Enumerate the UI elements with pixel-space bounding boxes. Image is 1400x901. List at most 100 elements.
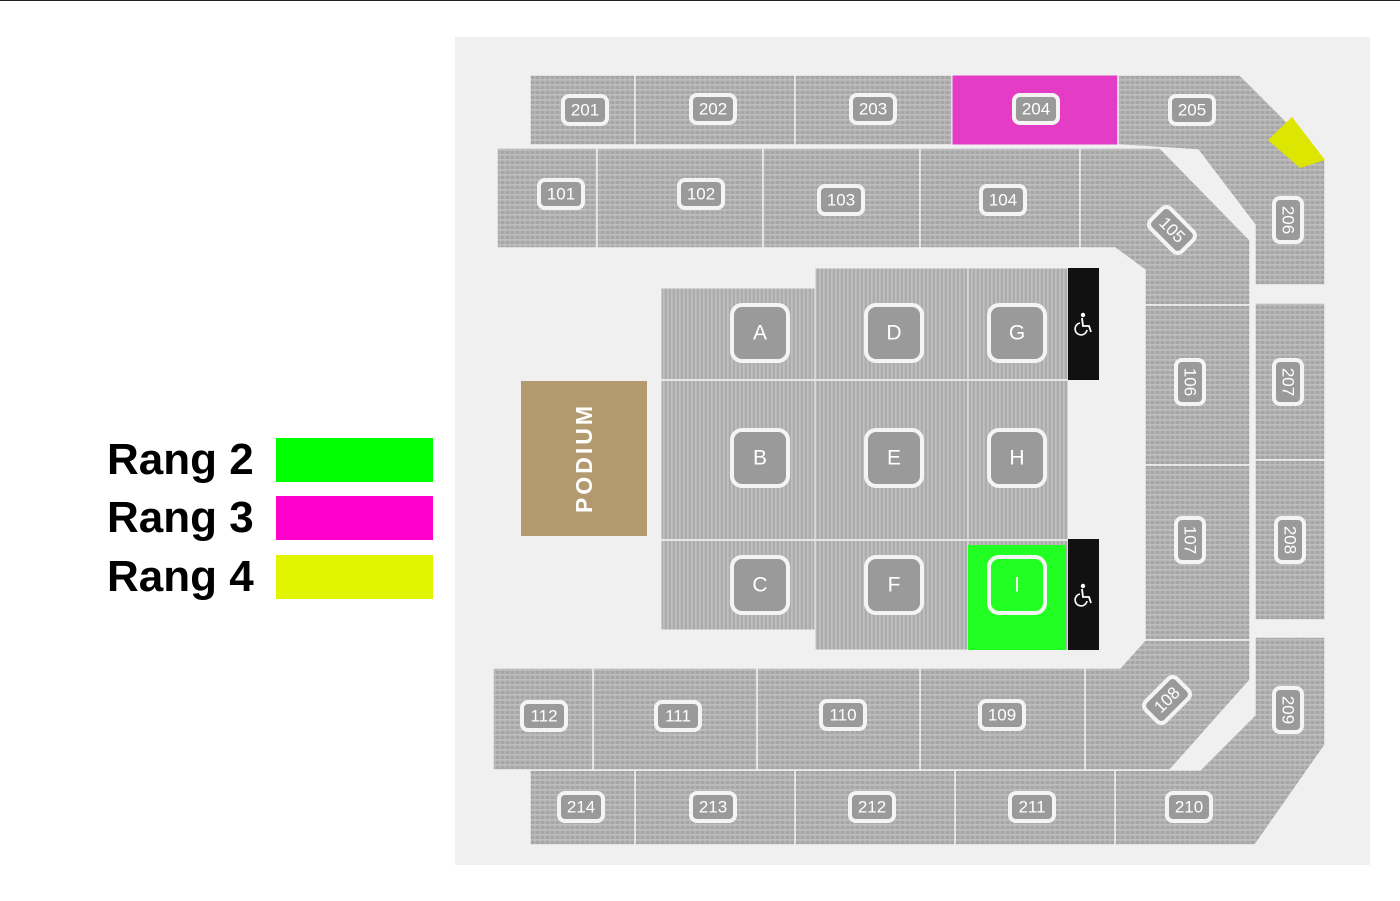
section-badge-212[interactable]: 212 — [848, 791, 896, 823]
section-label: 207 — [1279, 368, 1298, 396]
floor-section-I[interactable]: I — [987, 555, 1047, 615]
section-label: 211 — [1018, 798, 1045, 817]
section-label: 203 — [859, 100, 887, 119]
legend-swatch-green — [276, 438, 433, 482]
section-label: 210 — [1175, 798, 1203, 817]
floor-section-G[interactable]: G — [987, 303, 1047, 363]
legend-item-rang-2: Rang 2 — [107, 437, 433, 483]
badge-background — [557, 791, 605, 823]
badge-background — [1272, 196, 1304, 244]
section-badge-102[interactable]: 102 — [677, 178, 725, 210]
floor-section-label: H — [1009, 447, 1024, 470]
section-label: 214 — [567, 798, 595, 817]
floor-section-H[interactable]: H — [987, 428, 1047, 488]
badge-background — [1142, 675, 1192, 725]
top-border — [0, 0, 1400, 1]
legend-swatch-yellow — [276, 555, 433, 599]
section-badge-209[interactable]: 209 — [1272, 686, 1304, 734]
badge-background — [1012, 93, 1060, 125]
section-badge-201[interactable]: 201 — [561, 94, 609, 126]
section-label: 111 — [665, 707, 691, 726]
stage-podium — [521, 381, 647, 536]
floor-section-A[interactable]: A — [730, 303, 790, 363]
floor-section-E[interactable]: E — [864, 428, 924, 488]
section-badge-109[interactable]: 109 — [978, 699, 1026, 731]
floor-section-label: E — [887, 447, 901, 470]
badge-background — [978, 699, 1026, 731]
badge-background — [864, 555, 924, 615]
badge-background — [849, 93, 897, 125]
section-badge-208[interactable]: 208 — [1274, 516, 1306, 564]
section-badge-101[interactable]: 101 — [537, 178, 585, 210]
floor-section-label: G — [1009, 322, 1025, 345]
section-label: 102 — [687, 185, 715, 204]
section-badge-203[interactable]: 203 — [849, 93, 897, 125]
floor-section-label: B — [753, 447, 767, 470]
floor-section-B[interactable]: B — [730, 428, 790, 488]
section-badge-103[interactable]: 103 — [817, 184, 865, 216]
legend-item-rang-4: Rang 4 — [107, 554, 433, 600]
section-badge-107[interactable]: 107 — [1174, 516, 1206, 564]
legend-item-rang-3: Rang 3 — [107, 495, 433, 541]
badge-background — [819, 699, 867, 731]
badge-background — [864, 428, 924, 488]
badge-background — [864, 303, 924, 363]
section-label: 206 — [1279, 206, 1298, 234]
section-badge-210[interactable]: 210 — [1165, 791, 1213, 823]
badge-background — [1272, 358, 1304, 406]
badge-background — [520, 700, 568, 732]
legend-label: Rang 3 — [107, 493, 254, 542]
section-badge-106[interactable]: 106 — [1174, 358, 1206, 406]
section-badge-112[interactable]: 112 — [520, 700, 568, 732]
section-badge-111[interactable]: 111 — [654, 700, 702, 732]
badge-background — [654, 700, 702, 732]
floor-section-label: A — [753, 322, 767, 345]
section-label: 205 — [1178, 101, 1206, 120]
badge-background — [730, 303, 790, 363]
badge-background — [730, 555, 790, 615]
legend-swatch-magenta — [276, 496, 433, 540]
section-label: 213 — [699, 798, 727, 817]
section-badge-207[interactable]: 207 — [1272, 358, 1304, 406]
section-label: 104 — [989, 191, 1017, 210]
legend-label: Rang 4 — [107, 552, 254, 601]
section-label: 209 — [1279, 696, 1298, 724]
section-badge-206[interactable]: 206 — [1272, 196, 1304, 244]
floor-section-D[interactable]: D — [864, 303, 924, 363]
section-badge-213[interactable]: 213 — [689, 791, 737, 823]
section-badge-211[interactable]: 211 — [1008, 791, 1056, 823]
section-label: 106 — [1181, 368, 1200, 396]
badge-background — [537, 178, 585, 210]
badge-background — [561, 94, 609, 126]
badge-background — [730, 428, 790, 488]
badge-background — [689, 93, 737, 125]
badge-background — [1272, 686, 1304, 734]
badge-background — [987, 303, 1047, 363]
section-label: 109 — [988, 706, 1016, 725]
floor-section-label: D — [886, 322, 901, 345]
section-badge-105[interactable]: 105 — [1147, 205, 1198, 256]
badge-background — [1174, 516, 1206, 564]
floor-section-F[interactable]: F — [864, 555, 924, 615]
section-badge-110[interactable]: 110 — [819, 699, 867, 731]
section-109[interactable] — [919, 667, 1086, 771]
badge-background — [677, 178, 725, 210]
section-badge-104[interactable]: 104 — [979, 184, 1027, 216]
section-badge-204[interactable]: 204 — [1012, 93, 1060, 125]
badge-background — [817, 184, 865, 216]
badge-background — [689, 791, 737, 823]
badge-background — [1168, 94, 1216, 126]
badge-background — [848, 791, 896, 823]
section-label: 112 — [530, 707, 557, 726]
section-badge-108[interactable]: 108 — [1142, 675, 1193, 726]
corner-rang-4-highlight[interactable] — [1268, 117, 1325, 168]
section-badge-202[interactable]: 202 — [689, 93, 737, 125]
badge-background — [1274, 516, 1306, 564]
section-label: 212 — [858, 798, 886, 817]
section-badge-214[interactable]: 214 — [557, 791, 605, 823]
floor-section-C[interactable]: C — [730, 555, 790, 615]
section-label: 101 — [547, 185, 575, 204]
section-label: 204 — [1022, 100, 1050, 119]
section-badge-205[interactable]: 205 — [1168, 94, 1216, 126]
